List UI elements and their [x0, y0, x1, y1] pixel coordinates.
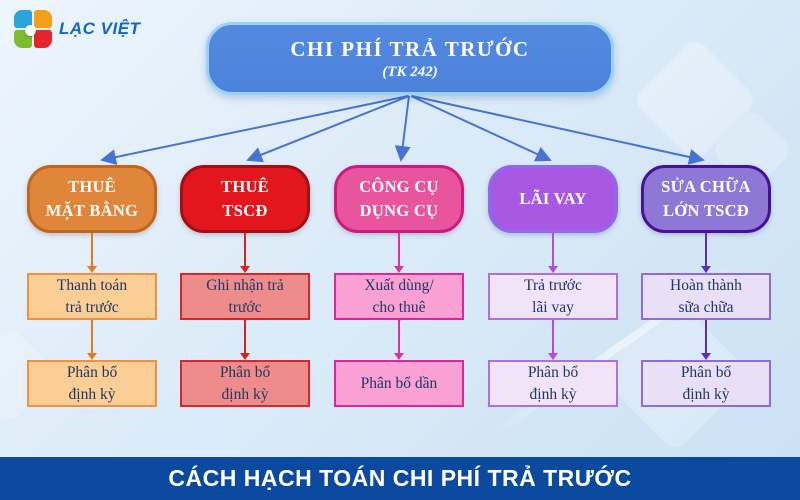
category-label-line1: SỬA CHỮA [661, 177, 751, 197]
step-box: Xuất dùng/ cho thuê [334, 273, 464, 320]
down-arrow [87, 233, 97, 273]
category-label-line1: THUÊ [221, 177, 269, 197]
logo-square-orange [34, 10, 52, 28]
logo-text: LẠC VIỆT [59, 19, 141, 38]
step-label-line2: cho thuê [372, 298, 426, 316]
logo-square-red [34, 30, 52, 48]
down-arrow [548, 233, 558, 273]
step-box: Hoàn thành sữa chữa [641, 273, 771, 320]
category-label-line2: DỤNG CỤ [359, 201, 439, 220]
step-box: Phân bổ định kỳ [488, 360, 618, 407]
step-label-line2: định kỳ [68, 385, 116, 403]
down-arrow [240, 320, 250, 360]
down-arrow [240, 233, 250, 273]
category-label-line2: TSCĐ [222, 201, 268, 220]
lac-viet-logo: LẠC VIỆT [14, 10, 140, 48]
step-box: Thanh toán trả trước [27, 273, 157, 320]
step-label-line1: Trả trước [524, 276, 582, 294]
step-box: Phân bổ định kỳ [27, 360, 157, 407]
step-label-line2: định kỳ [529, 385, 577, 403]
lac-viet-logo-icon [14, 10, 52, 48]
step-label-line1: Phân bổ [219, 363, 271, 381]
category-box: THUÊ TSCĐ [180, 165, 310, 233]
step-label-line2: trước [228, 298, 262, 316]
column-thue-tscd: THUÊ TSCĐ Ghi nhận trả trước Phân bổ địn… [180, 165, 310, 407]
down-arrow [701, 233, 711, 273]
step-label-line2: trả trước [65, 298, 119, 316]
category-label-line1: THUÊ [68, 177, 116, 197]
root-subtitle: (TK 242) [382, 63, 438, 80]
down-arrow [87, 320, 97, 360]
step-label-line2: lãi vay [532, 298, 574, 316]
category-label-line2: LỚN TSCĐ [663, 201, 749, 220]
step-label-line2: sữa chữa [678, 298, 734, 316]
step-label-line2: định kỳ [682, 385, 730, 403]
step-label-line2: định kỳ [221, 385, 269, 403]
column-sua-chua-lon-tscd: SỬA CHỮA LỚN TSCĐ Hoàn thành sữa chữa Ph… [641, 165, 771, 407]
column-thue-mat-bang: THUÊ MẶT BẰNG Thanh toán trả trước Phân … [27, 165, 157, 407]
category-box: SỬA CHỮA LỚN TSCĐ [641, 165, 771, 233]
category-label-line1: CÔNG CỤ [359, 177, 439, 197]
footer-title: CÁCH HẠCH TOÁN CHI PHÍ TRẢ TRƯỚC [168, 465, 632, 491]
down-arrow [548, 320, 558, 360]
step-label-line1: Phân bổ [680, 363, 732, 381]
category-label-line1: LÃI VAY [519, 189, 587, 209]
step-box: Phân bổ dần [334, 360, 464, 407]
root-node-chi-phi-tra-truoc: CHI PHÍ TRẢ TRƯỚC (TK 242) [206, 22, 614, 95]
step-label-line1: Thanh toán [56, 276, 128, 294]
step-box: Ghi nhận trả trước [180, 273, 310, 320]
column-cong-cu-dung-cu: CÔNG CỤ DỤNG CỤ Xuất dùng/ cho thuê Phân… [334, 165, 464, 407]
step-box: Phân bổ định kỳ [180, 360, 310, 407]
root-title: CHI PHÍ TRẢ TRƯỚC [290, 36, 530, 61]
category-box: CÔNG CỤ DỤNG CỤ [334, 165, 464, 233]
step-label-line1: Xuất dùng/ [364, 276, 434, 294]
step-label-line1: Ghi nhận trả [206, 276, 284, 294]
logo-square-blue [14, 10, 32, 28]
footer-banner: CÁCH HẠCH TOÁN CHI PHÍ TRẢ TRƯỚC [0, 457, 800, 500]
step-label-line1: Phân bổ [527, 363, 579, 381]
category-box: LÃI VAY [488, 165, 618, 233]
column-lai-vay: LÃI VAY Trả trước lãi vay Phân bổ định k… [488, 165, 618, 407]
category-box: THUÊ MẶT BẰNG [27, 165, 157, 233]
step-box: Trả trước lãi vay [488, 273, 618, 320]
step-label-line1: Phân bổ [66, 363, 118, 381]
step-label-line1: Phân bổ dần [360, 374, 438, 392]
down-arrow [701, 320, 711, 360]
background-decoration [631, 36, 759, 164]
step-box: Phân bổ định kỳ [641, 360, 771, 407]
step-label-line1: Hoàn thành [670, 276, 742, 294]
down-arrow [394, 233, 404, 273]
category-label-line2: MẶT BẰNG [45, 201, 139, 220]
logo-center-dot [25, 25, 36, 36]
down-arrow [394, 320, 404, 360]
